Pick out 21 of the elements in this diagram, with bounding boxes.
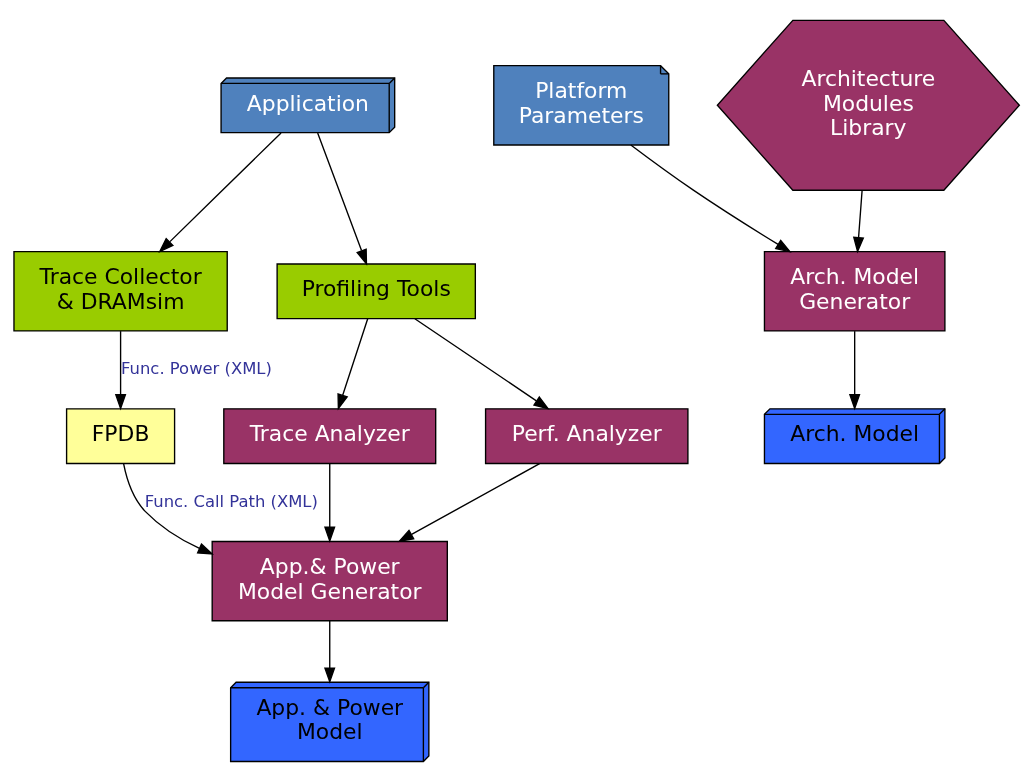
arrow bbox=[316, 131, 368, 266]
arrow bbox=[852, 189, 865, 253]
arrow bbox=[122, 462, 214, 555]
node-box: App.& Power Model Generator bbox=[211, 540, 448, 621]
node-box: Arch. Model Generator bbox=[763, 250, 946, 332]
arrow bbox=[848, 329, 861, 411]
arrow bbox=[114, 329, 127, 411]
arrow bbox=[337, 317, 369, 410]
arrow bbox=[414, 317, 550, 410]
node-box: Perf. Analyzer bbox=[484, 407, 689, 464]
arrow bbox=[397, 462, 541, 542]
arrow bbox=[324, 619, 336, 684]
node-box: Profiling Tools bbox=[276, 262, 476, 319]
node-box: Trace Analyzer bbox=[223, 407, 437, 464]
node-box: Trace Collector & DRAMsim bbox=[13, 250, 228, 332]
arrow bbox=[324, 462, 336, 543]
arrow bbox=[630, 143, 792, 253]
edge-label: Func. Power (XML) bbox=[121, 358, 272, 378]
node-box: FPDB bbox=[65, 407, 176, 464]
arrow bbox=[158, 131, 282, 253]
edge-label: Func. Call Path (XML) bbox=[144, 491, 318, 511]
